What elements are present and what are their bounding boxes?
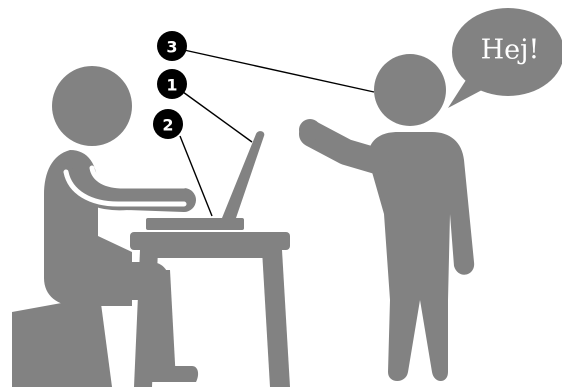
badge-1: 1 [157,69,187,99]
standing-person-raised-arm [312,134,380,162]
badge-3: 3 [157,31,187,61]
badge-3-label: 3 [166,38,177,57]
standing-person-head [374,54,446,126]
seated-person-arm-outline-inner [92,168,184,186]
desk-top [130,232,290,250]
stool [12,296,112,387]
seated-person-head [52,66,132,146]
laptop [146,131,264,230]
seated-person-foot [150,366,198,382]
badge-2: 2 [153,109,183,139]
seated-person-arm [80,178,184,200]
badge-1-label: 1 [166,76,177,95]
standing-person [299,54,474,381]
standing-person-hand [299,119,321,141]
speech-bubble-text: Hej! [481,35,540,66]
speech-bubble: Hej! [448,8,562,108]
laptop-base [146,218,244,230]
pointer-line-3 [184,50,374,92]
desk-apron [140,250,282,258]
badge-2-label: 2 [162,116,173,135]
desk-right-leg [262,250,290,387]
pointer-line-1 [183,92,252,142]
laptop-screen [222,131,264,218]
